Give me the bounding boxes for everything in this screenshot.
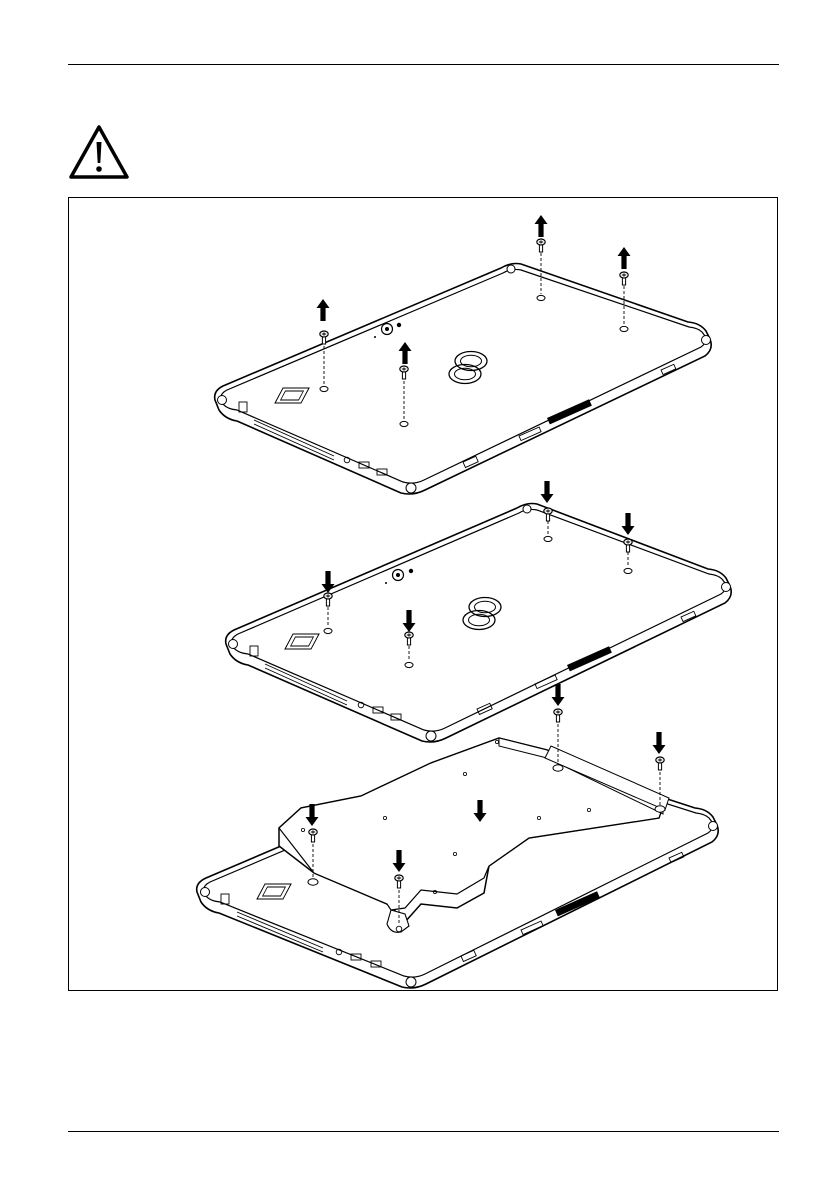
assembly-figure	[68, 197, 778, 991]
arrow-up-icon	[618, 247, 631, 269]
arrow-up-icon	[535, 215, 548, 237]
step-remove-screws	[214, 215, 711, 494]
step-insert-screws	[226, 481, 732, 742]
arrow-down-icon	[541, 481, 554, 503]
arrow-up-icon	[317, 299, 330, 321]
arrow-down-icon	[653, 732, 666, 754]
header-rule	[68, 64, 779, 65]
arrow-down-icon	[622, 513, 635, 535]
warning-icon	[68, 124, 130, 180]
arrow-down-icon	[552, 684, 565, 706]
footer-rule	[68, 1131, 779, 1132]
assembly-illustration	[69, 198, 779, 992]
tablet-2	[226, 504, 732, 743]
tablet-1	[215, 239, 712, 494]
